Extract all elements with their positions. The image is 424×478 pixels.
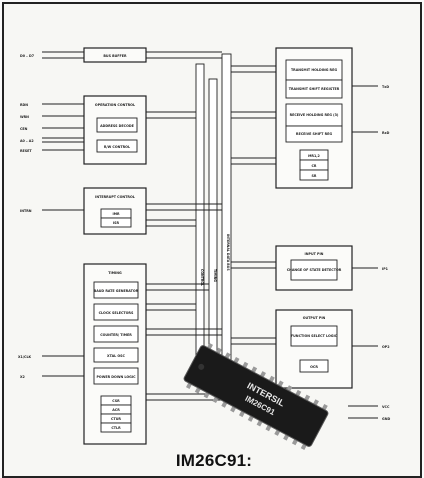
pin-x1: X1/CLK	[18, 355, 32, 359]
power-down-logic-label: POWER DOWN LOGIC	[96, 375, 136, 379]
ocr-label: OCR	[310, 365, 318, 369]
control-bus-label: CONTROL	[200, 269, 204, 286]
figure-caption: IM26C91:	[4, 451, 424, 471]
receive-shift-reg-label: RECEIVE SHIFT REG	[296, 132, 332, 136]
timing-label: TIMING	[108, 271, 122, 275]
pin-reset: RESET	[20, 149, 32, 153]
isr-label: ISR	[113, 221, 120, 225]
operation-control-pins	[42, 104, 84, 150]
pin-address: A0 – A2	[20, 139, 34, 143]
pin-op2: OP2	[382, 345, 390, 349]
timing-bus	[209, 79, 217, 384]
ctlr-label: CTLR	[111, 426, 121, 430]
counter-timer-label: COUNTER/ TIMER	[100, 333, 132, 337]
internal-data-bus-label: INTERNAL DATA BUS	[226, 234, 230, 271]
pin-gnd: GND	[382, 417, 390, 421]
receive-holding-reg-label: RECEIVE HOLDING REG (3)	[290, 113, 339, 117]
pin-cen: CEN	[20, 127, 28, 131]
sr-label: SR	[312, 174, 317, 178]
internal-data-bus	[222, 54, 231, 384]
timing-bus-label: TIMING	[213, 269, 217, 282]
csr-label: CSR	[112, 399, 120, 403]
input-pin-label: INPUT PIN	[305, 252, 324, 256]
pin-rdn: RDN	[20, 103, 28, 107]
bus-buffer-label: BUS BUFFER	[103, 54, 127, 58]
output-pin-label: OUTPUT PIN	[303, 316, 326, 320]
mr12-label: MR1,2	[308, 154, 320, 158]
baud-rate-generator-label: BAUD RATE GENERATOR	[94, 289, 139, 293]
operation-control-label: OPERATION CONTROL	[95, 103, 136, 107]
pin-x2: X2	[20, 375, 25, 379]
address-decode-label: ADDRESS DECODE	[100, 124, 135, 128]
pin-intrn: INTRN	[20, 209, 32, 213]
control-bus	[196, 64, 204, 384]
imr-label: IMR	[112, 212, 120, 216]
pin-wrn: WRN	[20, 115, 29, 119]
output-pin-block	[276, 310, 352, 388]
rw-control-label: R/W CONTROL	[104, 145, 131, 149]
pin-ip1: IP1	[382, 267, 389, 271]
cr-label: CR	[312, 164, 317, 168]
xtal-osc-label: XTAL OSC	[107, 354, 126, 358]
acr-label: ACR	[112, 408, 120, 412]
pin-vcc: VCC	[382, 405, 390, 409]
block-diagram: CONTROL TIMING INTERNAL DATA BUS BUS BUF…	[4, 4, 420, 476]
transmit-shift-register-label: TRANSMIT SHIFT REGISTER	[289, 87, 340, 91]
pin-rxd: RxD	[382, 131, 390, 135]
interrupt-control-label: INTERRUPT CONTROL	[95, 195, 136, 199]
ctur-label: CTUR	[111, 417, 121, 421]
timing-registers: CSR ACR CTUR CTLR	[101, 396, 131, 432]
pin-data: D0 – D7	[20, 54, 35, 58]
function-select-logic-label: FUNCTION SELECT LOGIC	[291, 334, 338, 338]
change-of-state-detector-label: CHANGE OF STATE DETECTOR	[287, 268, 342, 272]
transmit-holding-reg-label: TRANSMIT HOLDING REG	[291, 68, 337, 72]
pin-txd: TxD	[382, 85, 389, 89]
clock-selectors-label: CLOCK SELECTORS	[99, 311, 134, 315]
uart-registers: MR1,2 CR SR	[300, 150, 328, 180]
